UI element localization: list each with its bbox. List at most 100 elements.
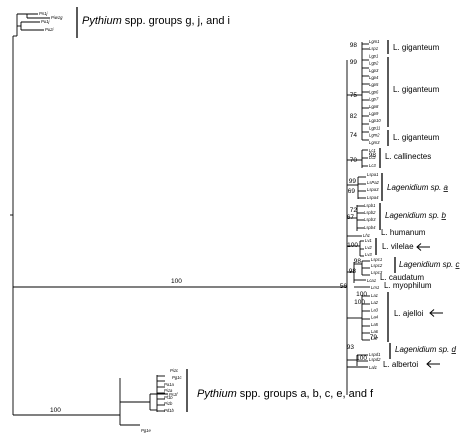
tip-lspa4: Lspa4 [367,195,379,200]
tip-pg1c: Pg1c [172,375,182,380]
label-lag-d-letter: d [451,345,456,354]
support-70: 70 [350,157,358,164]
support-98c: 98 [354,258,362,265]
tip-lv3: Lv3 [365,252,372,257]
tip-lgp7: Lgp7 [369,97,379,102]
tip-lspc1: Lspc1 [371,257,382,262]
tip-lv1: Lv1 [365,238,372,243]
tip-lh1: Lh1 [363,233,370,238]
arrow-vilelae [416,243,430,251]
label-lag-d: Lagenidium sp. d [395,345,456,354]
tip-lspa3: Lspa3 [367,187,379,192]
tip-pd1b: Pd1b [164,408,174,413]
tip-lgm3: Lgm3 [369,140,380,145]
support-82: 82 [350,113,358,120]
group-label-pythium-upper-genus: Pythium [82,15,122,27]
tip-lspa2: LsPa2 [367,180,380,185]
tip-lc1: Lc1 [369,148,376,153]
group-label-pythium-lower-rest: spp. groups a, b, c, e, and f [237,388,374,400]
tip-lspb2: Lspb2 [364,210,376,215]
tip-lspd1: Lspd1 [369,352,380,357]
support-72: 72 [350,207,358,214]
label-lag-a: Lagenidium sp. a [387,183,448,192]
tip-la6: La6 [371,329,379,334]
support-93: 93 [347,344,355,351]
group-label-pythium-upper: Pythium spp. groups g, j, and i [82,15,230,27]
label-caudatum: L. caudatum [380,273,424,282]
tip-pu2i: Pu2i [45,27,54,32]
label-lag-a-letter: a [443,183,448,192]
tip-la1: La1 [371,293,378,298]
label-ajelloi: L. ajelloi [394,309,424,318]
tip-lc3: Lc3 [369,163,376,168]
tree-branches [10,13,370,426]
group-label-pythium-upper-rest: spp. groups g, j, and i [122,15,230,27]
tip-pi1c: Pi1c [170,368,179,373]
support-98b: 98 [369,152,377,159]
support-74: 74 [350,132,358,139]
tip-lspb1: Lspb1 [364,203,375,208]
label-giganteum-1: L. giganteum [393,43,440,52]
tip-lspc2: Lspc2 [371,263,383,268]
tip-la3: La3 [371,307,379,312]
support-75: 75 [350,92,358,99]
label-callinectes: L. callinectes [385,152,431,161]
label-humanum: L. humanum [381,228,426,237]
support-67: 67 [347,214,355,221]
tip-pg1e: Pg1e [141,428,151,433]
tip-lspb4: Lspb4 [364,225,376,230]
tip-lgp6: Lgp6 [369,89,379,94]
arrow-ajelloi [429,309,443,317]
tip-lgm2: Lgm2 [369,133,380,138]
group-label-pythium-lower-genus: Pythium [197,388,237,400]
tip-ps1f: Ps1f [169,392,178,397]
label-lag-c-genus: Lagenidium sp. [399,260,455,269]
tip-lc2: Lc2 [369,155,376,160]
label-lag-b: Lagenidium sp. b [385,211,446,220]
tip-lgp4: Lgp4 [369,75,379,80]
group-label-pythium-lower: Pythium spp. groups a, b, c, e, and f [197,388,374,400]
support-99a: 99 [350,59,358,66]
support-56: 56 [340,283,348,290]
label-myophilum: L. myophilum [384,281,432,290]
tip-lal1: Lal1 [369,365,377,370]
label-lag-b-letter: b [441,211,446,220]
tip-lgp5: Lgp5 [369,82,379,87]
support-100a: 100 [347,242,358,249]
tip-lspd2: Lspd2 [369,357,381,362]
support-100d: 100 [356,355,367,362]
tip-pn1j: Pn1j [39,11,48,16]
label-giganteum-2: L. giganteum [393,85,440,94]
clade-bars [76,7,396,412]
tip-lgp8: Lgp8 [369,104,379,109]
tip-lgp1: Lgp1 [369,53,378,58]
tip-la5: La5 [371,322,379,327]
label-lag-c: Lagenidium sp. c [399,260,459,269]
support-79: 79 [370,334,378,341]
label-lag-b-genus: Lagenidium sp. [385,211,441,220]
tip-pa1a: Pa1a [164,382,174,387]
tip-lv2: Lv2 [365,245,372,250]
label-lag-d-genus: Lagenidium sp. [395,345,451,354]
tip-la2: La2 [371,300,379,305]
tip-lm1: Lm1 [371,285,379,290]
tip-lspc3: Lspc3 [371,270,383,275]
support-98a: 98 [350,42,358,49]
tip-lspb3: Lspb3 [364,217,376,222]
tip-lca1: Lca1 [367,278,376,283]
label-albertoi: L. albertoi [383,360,418,369]
support-100b: 100 [356,291,367,298]
label-lag-a-genus: Lagenidium sp. [387,183,443,192]
tip-pi1a: Pi1a [164,388,173,393]
support-69: 69 [348,188,356,195]
support-98d: 98 [349,268,357,275]
tip-la4: La4 [371,315,379,320]
tip-la7: La7 [371,336,379,341]
tip-lspa1: Lspa1 [367,172,378,177]
label-giganteum-3: L. giganteum [393,133,440,142]
label-vilelae: L. vilelae [382,242,414,251]
support-root: 100 [171,278,182,285]
tip-pi1b: Pi1b [164,401,173,406]
